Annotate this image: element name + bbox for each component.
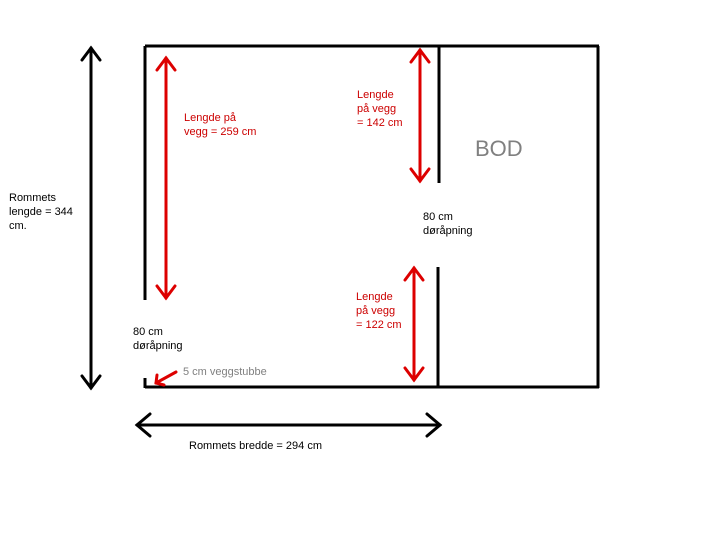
wall-stub-label: 5 cm veggstubbe xyxy=(183,366,267,378)
divider-bottom-length-label: Lengde på vegg = 122 cm xyxy=(356,291,402,331)
room-length-label: Rommets lengde = 344 cm. xyxy=(9,192,73,232)
left-door-label: 80 cm døråpning xyxy=(133,326,183,352)
room-length-arrow xyxy=(80,45,102,391)
stub-pointer-arrow xyxy=(154,370,178,387)
divider-top-arrow xyxy=(409,47,431,184)
left-wall-arrow xyxy=(155,55,177,301)
divider-top-length-label: Lengde på vegg = 142 cm xyxy=(357,89,403,129)
room-width-arrow xyxy=(134,412,443,438)
divider-door-label: 80 cm døråpning xyxy=(423,211,473,237)
left-wall-length-label: Lengde på vegg = 259 cm xyxy=(184,112,257,138)
room-width-label: Rommets bredde = 294 cm xyxy=(189,440,322,452)
storage-room-label: BOD xyxy=(475,136,523,161)
divider-bottom-arrow xyxy=(403,265,425,383)
